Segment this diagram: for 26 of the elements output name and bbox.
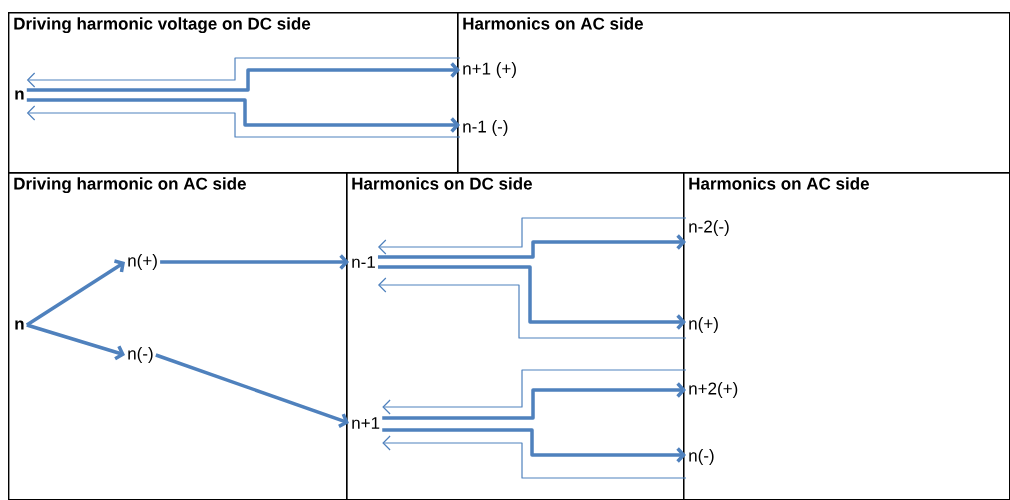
harmonic-label: n(-) xyxy=(689,449,714,465)
harmonic-label: n-1 (-) xyxy=(463,120,508,136)
arrow xyxy=(160,254,349,270)
harmonic-label: n+1 (+) xyxy=(463,62,516,78)
harmonic-label: n(+) xyxy=(689,317,718,333)
harmonic-label: n+1 xyxy=(352,417,380,429)
harmonic-label: n xyxy=(15,90,24,100)
arrow xyxy=(26,323,125,361)
arrow xyxy=(155,353,349,428)
arrow xyxy=(25,259,125,327)
arrow xyxy=(382,435,687,479)
arrow xyxy=(382,428,686,463)
arrow xyxy=(26,98,460,133)
harmonic-label: n(-) xyxy=(128,347,153,363)
harmonic-label: n xyxy=(15,320,24,330)
arrow xyxy=(378,234,686,259)
arrow xyxy=(378,217,687,255)
arrow xyxy=(378,265,686,330)
harmonic-label: n-2(-) xyxy=(689,220,729,236)
arrow xyxy=(382,382,686,420)
harmonic-label: n+2(+) xyxy=(689,382,738,398)
harmonic-label: n(+) xyxy=(128,254,157,270)
arrow xyxy=(378,277,687,339)
arrow xyxy=(26,105,461,138)
harmonic-label: n-1 xyxy=(352,256,375,268)
arrow xyxy=(382,369,687,415)
